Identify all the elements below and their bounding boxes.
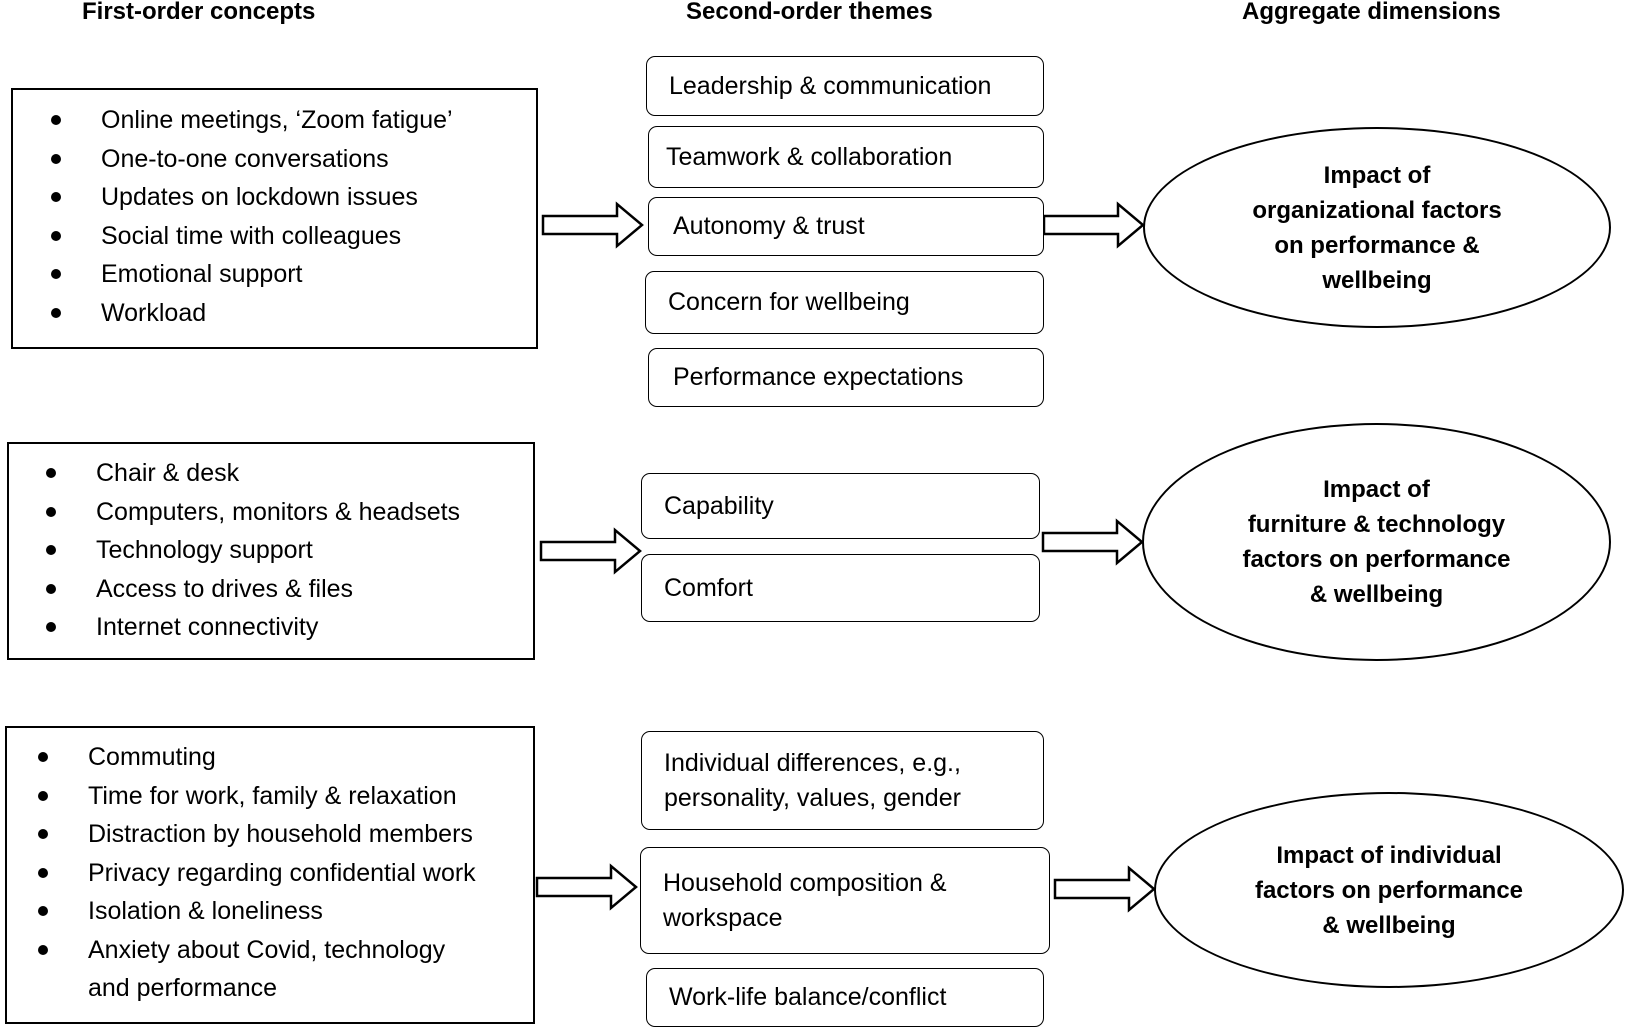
theme-label: Autonomy & trust — [673, 212, 865, 240]
arrow-concepts-to-themes-1 — [541, 201, 644, 249]
concept-label: Computers, monitors & headsets — [96, 497, 461, 526]
bullet-icon — [38, 867, 48, 878]
arrow-themes-to-dimension-1 — [1042, 201, 1145, 249]
arrow-concepts-to-themes-2 — [539, 527, 642, 575]
bullet-icon — [38, 752, 48, 762]
bullet-icon — [51, 307, 61, 318]
concept-item: Access to drives & files — [46, 570, 533, 609]
concept-label: Privacy regarding confidential work — [88, 858, 476, 887]
concept-label: Access to drives & files — [96, 574, 354, 603]
theme-work-life-balance: Work-life balance/conflict — [646, 968, 1044, 1027]
concept-item: Emotional support — [51, 255, 536, 294]
concept-label: One-to-one conversations — [101, 144, 389, 173]
bullet-icon — [46, 583, 56, 594]
bullet-icon — [38, 906, 48, 916]
concept-label: Emotional support — [101, 260, 303, 288]
concepts-box-organizational: Online meetings, ‘Zoom fatigue’ One-to-on… — [11, 88, 538, 349]
theme-label: Household composition &workspace — [663, 868, 947, 932]
theme-label: Comfort — [664, 573, 753, 602]
concept-item: Technology support — [46, 531, 533, 570]
bullet-icon — [51, 153, 61, 164]
concept-label: Time for work, family & relaxation — [88, 781, 457, 810]
bullet-icon — [38, 944, 48, 955]
theme-label: Capability — [664, 491, 774, 520]
concept-label: Internet connectivity — [96, 613, 319, 641]
concept-label: Isolation & loneliness — [88, 897, 323, 925]
concept-item: Distraction by household members — [38, 815, 533, 854]
bullet-icon — [51, 230, 61, 241]
concept-label: Chair & desk — [96, 459, 240, 487]
theme-comfort: Comfort — [641, 554, 1040, 622]
bullet-icon — [51, 192, 61, 202]
theme-label: Concern for wellbeing — [668, 288, 910, 316]
bullet-icon — [51, 115, 61, 125]
concept-item: Time for work, family & relaxation — [38, 777, 533, 816]
theme-label: Performance expectations — [673, 363, 964, 391]
theme-autonomy-trust: Autonomy & trust — [648, 197, 1044, 256]
theme-performance-expectations: Performance expectations — [648, 348, 1044, 407]
concept-label: Updates on lockdown issues — [101, 183, 418, 211]
concept-item: Online meetings, ‘Zoom fatigue’ — [51, 101, 536, 140]
concept-label: Workload — [101, 298, 207, 327]
concepts-list-organizational: Online meetings, ‘Zoom fatigue’ One-to-on… — [51, 101, 536, 332]
arrow-themes-to-dimension-3 — [1053, 865, 1156, 913]
concept-item: Social time with colleagues — [51, 217, 536, 256]
arrow-themes-to-dimension-2 — [1041, 518, 1144, 566]
concept-item: Isolation & loneliness — [38, 892, 533, 931]
concept-item: Chair & desk — [46, 454, 533, 493]
bullet-icon — [38, 829, 48, 839]
theme-label: Work-life balance/conflict — [669, 983, 947, 1011]
theme-label: Individual differences, e.g.,personality… — [664, 748, 961, 812]
theme-label: Leadership & communication — [669, 71, 992, 100]
concept-label: Distraction by household members — [88, 820, 473, 848]
header-first-order: First-order concepts — [82, 0, 316, 25]
bullet-icon — [46, 468, 56, 478]
header-second-order: Second-order themes — [686, 0, 933, 25]
concept-item: Workload — [51, 294, 536, 333]
bullet-icon — [46, 506, 56, 517]
concept-label: Commuting — [88, 743, 216, 771]
theme-concern-wellbeing: Concern for wellbeing — [645, 271, 1044, 334]
theme-leadership-communication: Leadership & communication — [646, 56, 1044, 116]
bullet-icon — [46, 622, 56, 632]
concept-item: Updates on lockdown issues — [51, 178, 536, 217]
concept-item: One-to-one conversations — [51, 140, 536, 179]
theme-household-composition: Household composition &workspace — [640, 847, 1050, 954]
concept-item: Privacy regarding confidential work — [38, 854, 533, 893]
bullet-icon — [51, 269, 61, 279]
bullet-icon — [38, 790, 48, 801]
concept-item: Internet connectivity — [46, 608, 533, 647]
header-aggregate: Aggregate dimensions — [1242, 0, 1501, 25]
theme-label: Teamwork & collaboration — [666, 142, 953, 171]
concept-label: Technology support — [96, 536, 313, 564]
concept-label: Online meetings, ‘Zoom fatigue’ — [101, 106, 453, 134]
concept-item: Computers, monitors & headsets — [46, 493, 533, 532]
concept-item: Commuting — [38, 738, 533, 777]
theme-capability: Capability — [641, 473, 1040, 539]
arrow-concepts-to-themes-3 — [535, 863, 638, 911]
theme-individual-differences: Individual differences, e.g.,personality… — [641, 731, 1044, 830]
theme-teamwork-collaboration: Teamwork & collaboration — [648, 126, 1044, 188]
bullet-icon — [46, 545, 56, 555]
concept-label: Social time with colleagues — [101, 221, 402, 250]
